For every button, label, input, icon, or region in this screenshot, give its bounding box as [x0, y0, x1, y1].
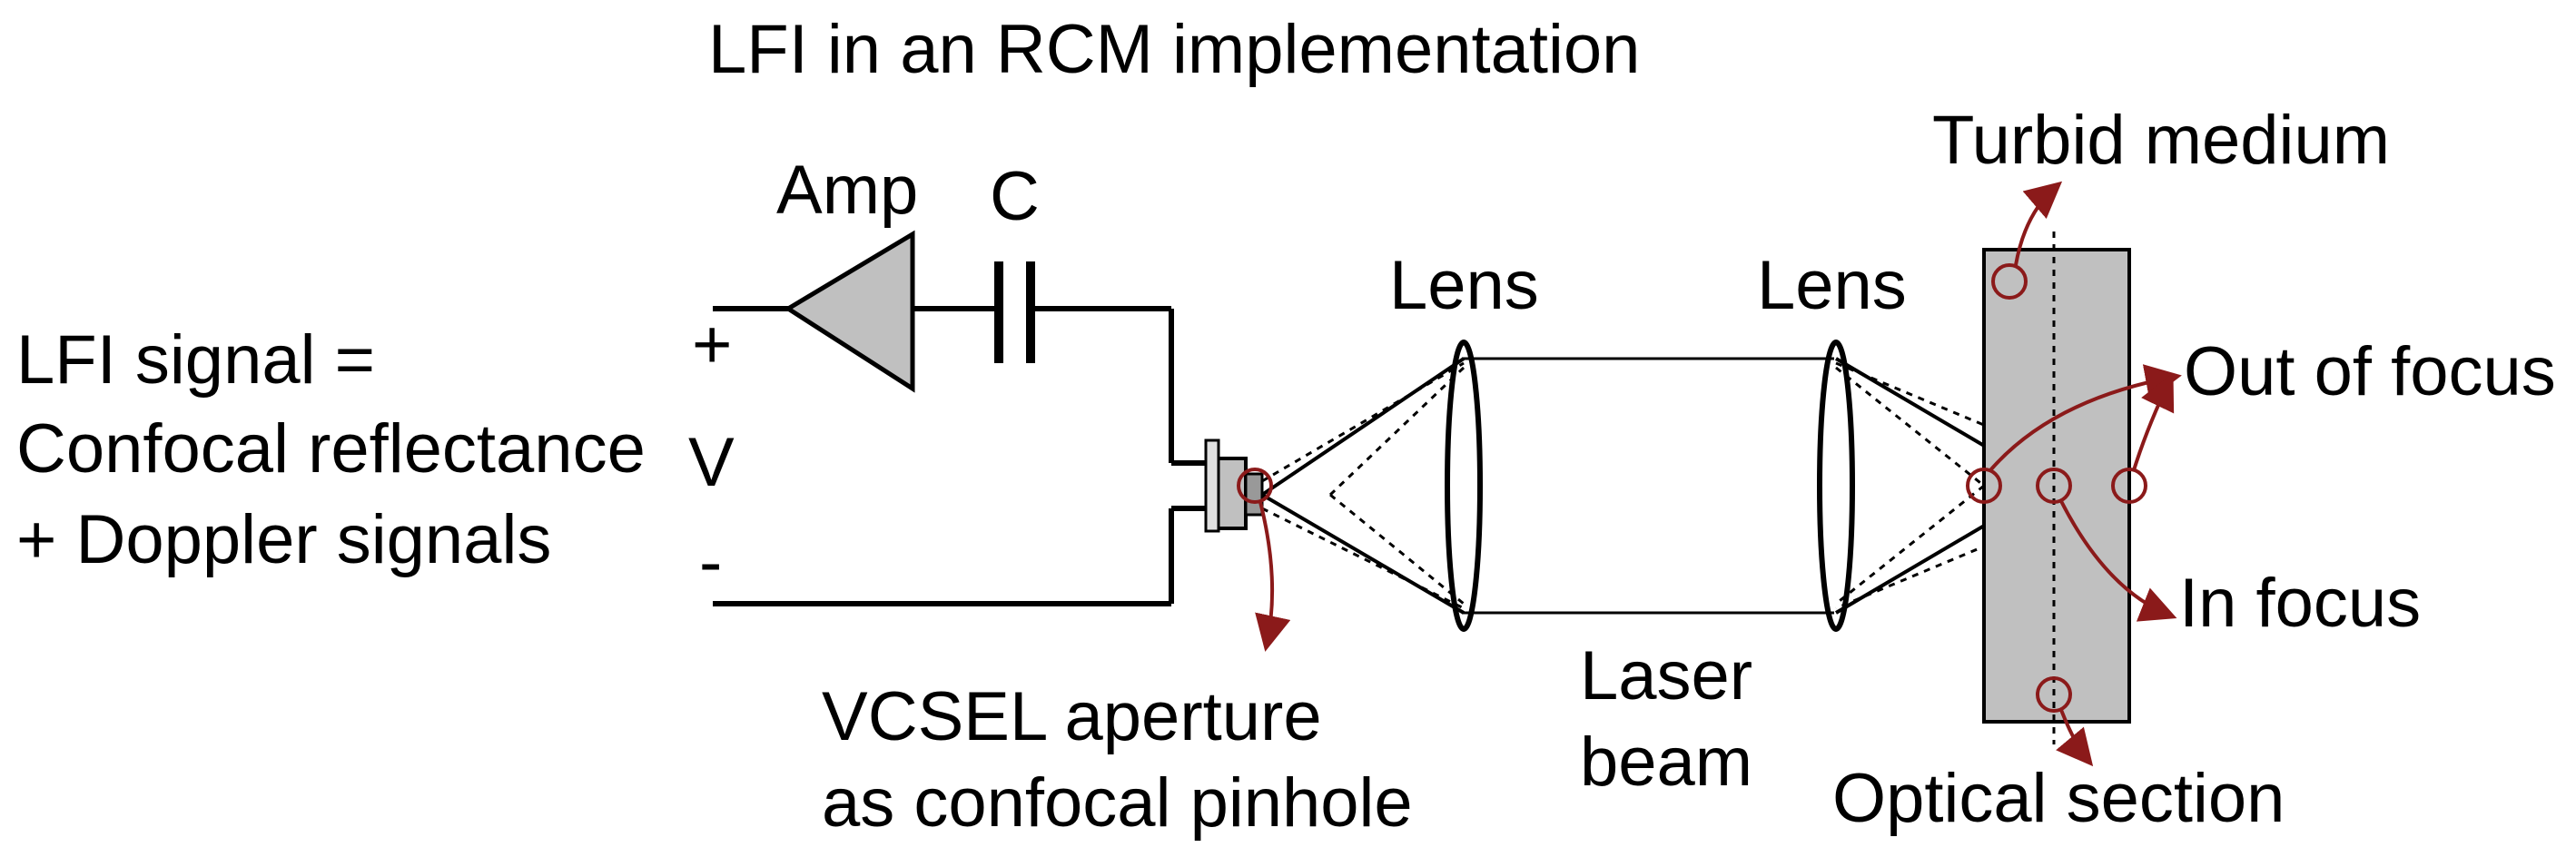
optical-section-marker	[2036, 676, 2072, 713]
optical-section-label: Optical section	[1832, 760, 2285, 837]
laser-beam-label-line2: beam	[1580, 724, 1752, 801]
ray-solid-upper-left	[1260, 357, 1466, 497]
signal-label: LFI signal = Confocal reflectance + Dopp…	[16, 321, 646, 578]
out-of-focus-arrow-right	[2132, 372, 2175, 471]
circuit	[713, 230, 1217, 606]
out-of-focus-label: Out of focus	[2184, 333, 2556, 410]
turbid-medium-arrow	[2014, 181, 2063, 266]
voltage-label: V	[688, 424, 735, 501]
signal-label-line2: Confocal reflectance	[16, 410, 646, 488]
in-focus-label: In focus	[2179, 565, 2421, 642]
lens-left	[1445, 340, 1483, 632]
lens-right-label: Lens	[1757, 247, 1907, 324]
turbid-medium-label: Turbid medium	[1932, 102, 2390, 179]
lens-left-label: Lens	[1389, 247, 1539, 324]
out-of-focus-marker-left	[1966, 468, 2002, 504]
turbid-medium-slab	[1982, 248, 2131, 724]
optical-section-arrow	[2056, 709, 2094, 767]
out-of-focus-marker-right	[2111, 468, 2147, 504]
annotation-circles	[1237, 263, 2147, 713]
signal-label-line1: LFI signal =	[16, 321, 375, 399]
voltage-minus-label: -	[699, 524, 722, 601]
amp-label: Amp	[776, 152, 918, 229]
vcsel-label-line2: as confocal pinhole	[822, 764, 1413, 842]
signal-label-line3: + Doppler signals	[16, 501, 551, 578]
vcsel-cap	[1204, 438, 1220, 533]
dotted-rays-left	[1261, 361, 1466, 610]
voltage-plus-label: +	[692, 306, 732, 383]
vcsel	[1204, 438, 1264, 533]
diagram-title: LFI in an RCM implementation	[708, 11, 1640, 88]
in-focus-arrow	[2059, 500, 2177, 622]
amplifier-triangle	[784, 230, 915, 393]
lens-right	[1817, 340, 1855, 632]
laser-beam-label-line1: Laser	[1580, 637, 1752, 714]
in-focus-marker	[2036, 468, 2072, 504]
vcsel-aperture-marker	[1237, 468, 1273, 504]
turbid-medium-marker	[1991, 263, 2028, 300]
capacitor-label: C	[990, 158, 1040, 235]
annotation-arrows	[1255, 181, 2182, 767]
vcsel-label-line1: VCSEL aperture	[822, 678, 1322, 755]
ray-solid-lower-left	[1260, 493, 1466, 615]
vcsel-arrow	[1255, 501, 1291, 652]
vcsel-aperture	[1244, 472, 1264, 517]
